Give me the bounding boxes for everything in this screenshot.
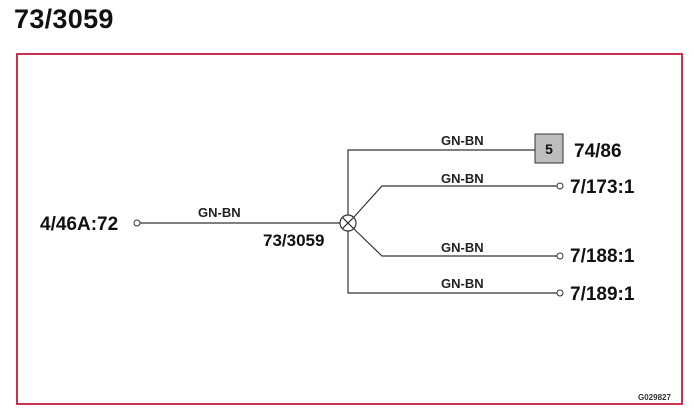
branch-wire-7-188 [353, 228, 557, 257]
pin-7-189 [556, 289, 564, 297]
target-label-74-86: 74/86 [574, 141, 622, 162]
branch-wire-color-2: GN-BN [441, 171, 484, 186]
diagram-frame [16, 53, 683, 405]
fuse-box [534, 133, 564, 164]
fuse-number: 5 [545, 141, 553, 157]
splice-label: 73/3059 [263, 231, 324, 250]
branch-wire-color-1: GN-BN [441, 133, 484, 148]
target-label-7-173: 7/173:1 [570, 177, 635, 198]
branch-wire-7-189 [347, 231, 557, 294]
target-label-7-189: 7/189:1 [570, 284, 635, 305]
source-label: 4/46A:72 [40, 214, 118, 235]
branch-wire-color-3: GN-BN [441, 240, 484, 255]
splice-icon [339, 214, 357, 232]
source-pin [133, 219, 141, 227]
branch-wire-color-4: GN-BN [441, 276, 484, 291]
branch-wire-7-173 [353, 185, 557, 218]
page-title: 73/3059 [14, 4, 114, 34]
branch-wire-74-86 [347, 149, 535, 215]
pin-7-173 [556, 182, 564, 190]
figure-id: G029827 [638, 393, 671, 402]
pin-7-188 [556, 252, 564, 260]
target-label-7-188: 7/188:1 [570, 246, 635, 267]
main-wire-color: GN-BN [198, 205, 241, 220]
